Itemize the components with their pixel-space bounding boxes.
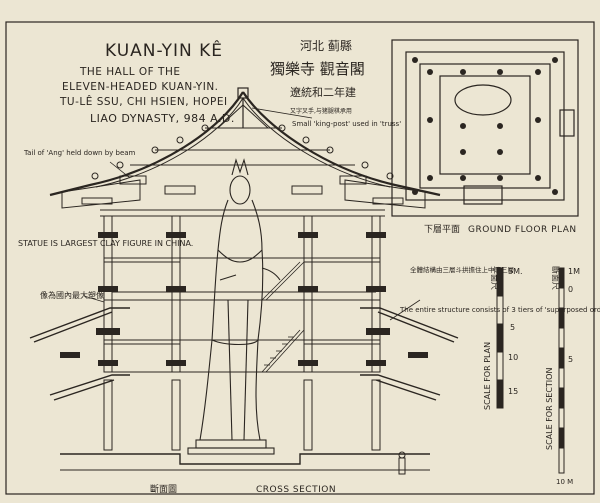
section-scale-tick-5: 5 — [568, 355, 573, 364]
plan-scale-tick-5: 5 — [510, 323, 515, 332]
chinese-title-line1: 河北 蓟縣 — [300, 39, 352, 53]
title-main: KUAN-YIN KÊ — [105, 39, 223, 61]
plan-scale-tick-15: 15 — [508, 387, 518, 396]
plan-scale-bar — [496, 267, 504, 409]
annotations: Tail of 'Ang' held down by beam 又字叉手,与猪腿… — [18, 107, 600, 314]
plan-scale-tick-10: 10 — [508, 353, 518, 362]
section-scale-bar — [558, 267, 565, 474]
title-line5: LIAO DYNASTY, 984 A.D. — [90, 112, 235, 125]
foundation — [60, 453, 430, 471]
plan-scale-cn: 平面尺 — [490, 266, 499, 290]
upper-bracket-sets — [61, 175, 426, 217]
section-scale-end: 10 M — [556, 478, 573, 486]
section-label-cn: 斷面圖 — [150, 483, 177, 495]
plan-scale-label: SCALE FOR PLAN — [483, 342, 492, 410]
bracket-clusters — [60, 232, 428, 366]
ang-note: Tail of 'Ang' held down by beam — [23, 149, 136, 157]
orders-note-en: The entire structure consists of 3 tiers… — [399, 306, 600, 314]
plan-scale-labels: 5M. 5 10 15 SCALE FOR PLAN 平面尺 — [483, 266, 523, 410]
section-caption: 斷面圖 CROSS SECTION — [150, 483, 336, 495]
chinese-title-line3: 遼統和二年建 — [290, 85, 356, 99]
statue-note-cn: 像為國內最大塑像 — [40, 290, 104, 300]
chinese-title-block: 河北 蓟縣 獨樂寺 觀音閣 遼統和二年建 — [270, 39, 365, 99]
title-line4: TU-LÊ SSU, CHI HSIEN, HOPEI — [59, 95, 228, 108]
plan-label-cn: 下層平面 — [424, 224, 460, 235]
title-line3: ELEVEN-HEADED KUAN-YIN. — [62, 81, 219, 93]
ground-floor-plan — [391, 39, 579, 217]
orders-note-cn: 全體結構由三層斗拱擔住上中下三層 — [410, 265, 514, 274]
title-line2: THE HALL OF THE — [79, 66, 180, 78]
section-scale-labels: 1M 0 5 10 M SCALE FOR SECTION 斷面尺 — [545, 266, 580, 486]
title-block: KUAN-YIN KÊ THE HALL OF THE ELEVEN-HEADE… — [59, 39, 235, 125]
plan-caption: 下層平面 GROUND FLOOR PLAN — [424, 224, 577, 235]
plan-scale-unit: 5M. — [508, 267, 523, 276]
columns — [103, 215, 381, 451]
staircase — [261, 261, 305, 373]
section-label-en: CROSS SECTION — [256, 485, 336, 495]
section-scale-unit: 1M — [568, 267, 580, 276]
human-scale-figure — [398, 451, 406, 475]
kingpost-note-cn: 又字叉手,与猪腿棋承用 — [290, 107, 352, 115]
statue-note: STATUE IS LARGEST CLAY FIGURE IN CHINA. — [18, 239, 193, 248]
plan-label-en: GROUND FLOOR PLAN — [468, 225, 577, 235]
chinese-title-line2: 獨樂寺 觀音閣 — [270, 60, 365, 78]
floor-beams — [104, 257, 380, 345]
section-scale-cn: 斷面尺 — [551, 266, 561, 290]
section-scale-label: SCALE FOR SECTION — [545, 368, 554, 450]
middle-eaves — [29, 291, 459, 343]
statue-kuan-yin — [187, 158, 281, 455]
section-scale-tick-0: 0 — [568, 285, 573, 294]
leader-lines — [83, 107, 421, 321]
kingpost-note-en: Small 'king-post' used in 'truss' — [292, 120, 401, 128]
